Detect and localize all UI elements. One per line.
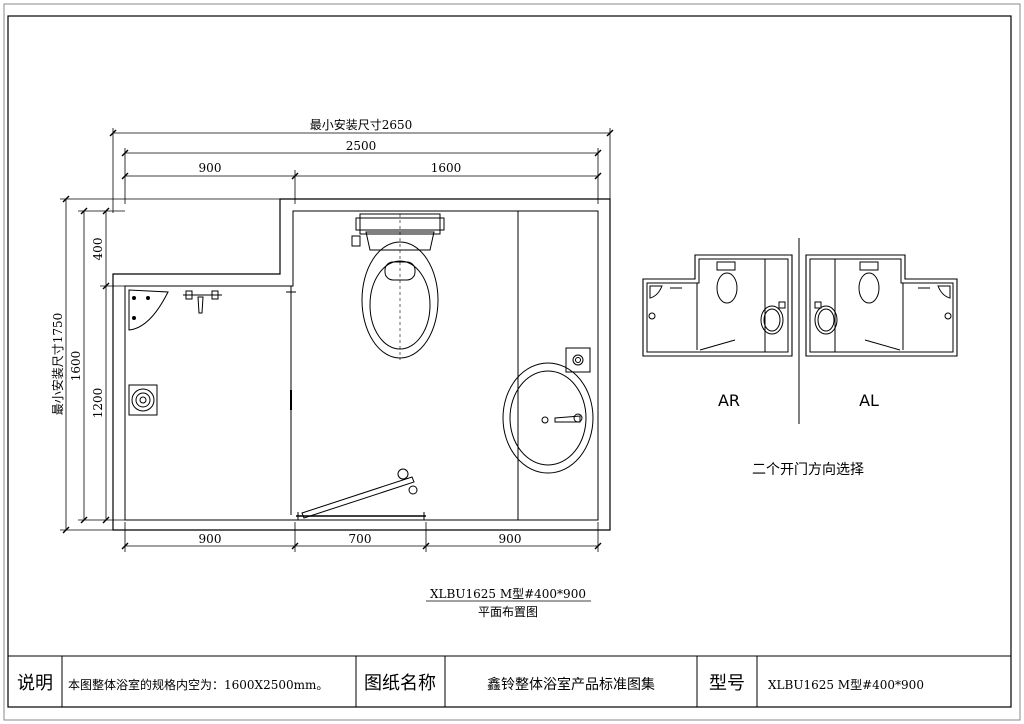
variant-ar-plan: [642, 254, 793, 357]
left-dimensions: [60, 195, 300, 534]
dim-min-install-depth: 最小安装尺寸1750: [50, 313, 65, 416]
note-text: 本图整体浴室的规格内空为：1600X2500mm。: [68, 677, 328, 692]
top-dimensions: [109, 128, 614, 213]
dim-overall-depth: 1600: [69, 351, 83, 382]
title-block: [8, 655, 1011, 707]
drawing-name-label: 图纸名称: [364, 673, 436, 694]
model-label: 型号: [709, 673, 745, 694]
note-label: 说明: [17, 673, 53, 694]
dim-upper-depth: 400: [91, 238, 105, 261]
plan-caption: 平面布置图: [478, 605, 538, 619]
bottom-dimensions: [121, 522, 602, 552]
corner-shelf-icon: [128, 289, 169, 331]
dim-right-span: 1600: [431, 161, 462, 175]
toilet-icon: [351, 213, 445, 360]
door-icon: [296, 468, 426, 520]
plan-outer-wall: [112, 198, 611, 531]
variants-caption: 二个开门方向选择: [752, 462, 864, 478]
drawing-name: 鑫铃整体浴室产品标准图集: [487, 676, 655, 693]
plan-model-line: XLBU1625 M型#400*900: [430, 587, 586, 601]
model-value: XLBU1625 M型#400*900: [768, 678, 924, 692]
wash-basin-icon: [502, 347, 594, 474]
dim-bottom-left: 900: [199, 532, 222, 546]
variant-al-plan: [805, 254, 958, 357]
shower-mixer-icon: [183, 290, 222, 314]
dim-bottom-right: 900: [499, 532, 522, 546]
dim-min-install-width: 最小安装尺寸2650: [310, 117, 413, 132]
dim-overall-width: 2500: [346, 139, 377, 153]
dim-left-span: 900: [199, 161, 222, 175]
dim-lower-depth: 1200: [91, 388, 105, 419]
plan-inner-wall: [124, 210, 599, 521]
variant-ar-label: AR: [718, 391, 740, 410]
variant-al-label: AL: [859, 391, 879, 410]
floor-plan: [60, 128, 614, 552]
floor-drain-icon: [128, 384, 158, 416]
dim-bottom-middle: 700: [349, 532, 372, 546]
outer-border: [3, 3, 1021, 721]
inner-border: [7, 15, 1012, 708]
